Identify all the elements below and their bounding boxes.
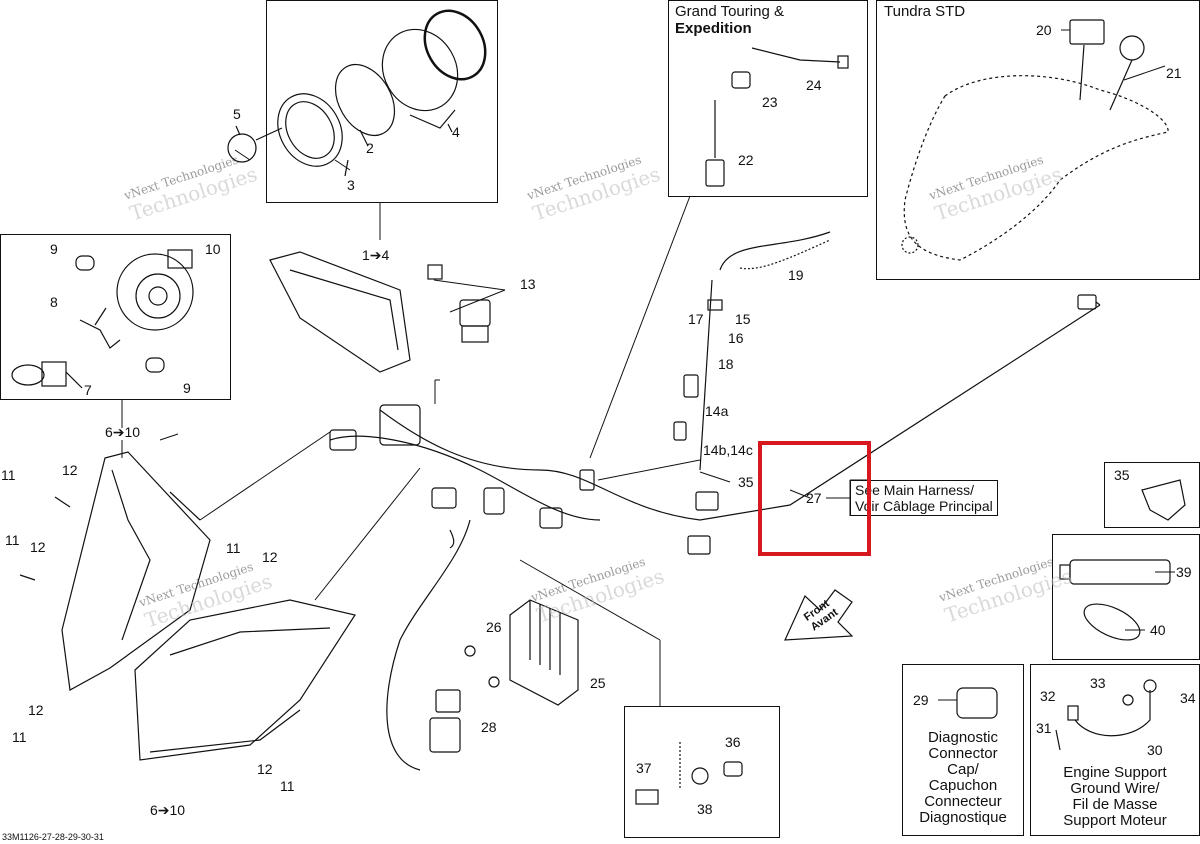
part-19: 19 (788, 267, 804, 283)
main-harness-callout: See Main Harness/ Voir Câblage Principal (850, 480, 998, 516)
grand-touring-title-line1: Grand Touring & (675, 3, 784, 20)
part-35-main: 35 (738, 474, 754, 490)
part-8: 8 (50, 294, 58, 310)
part-15: 15 (735, 311, 751, 327)
part-10: 10 (205, 241, 221, 257)
part-5: 5 (233, 106, 241, 122)
part-24: 24 (806, 77, 822, 93)
ground-wire-art (1055, 679, 1157, 751)
cap-29-art (956, 687, 998, 719)
part-35-box: 35 (1114, 467, 1130, 483)
part-21: 21 (1166, 65, 1182, 81)
grand-touring-title-line2: Expedition (675, 20, 752, 37)
part-1to4: 1➔4 (362, 247, 390, 263)
part-3: 3 (347, 177, 355, 193)
part-11-a: 11 (1, 467, 16, 483)
part-36: 36 (725, 734, 741, 750)
part-26: 26 (486, 619, 502, 635)
part-28: 28 (481, 719, 497, 735)
diag-cap-caption: Diagnostic Connector Cap/ Capuchon Conne… (919, 729, 1007, 826)
part-2: 2 (366, 140, 374, 156)
part-31: 31 (1036, 720, 1052, 736)
harness-art (269, 231, 1101, 771)
gauge-box (266, 0, 498, 203)
part-6to10-bottom: 6➔10 (150, 802, 186, 818)
part-30: 30 (1147, 742, 1163, 758)
part-11-e: 11 (280, 778, 295, 794)
part-4: 4 (452, 124, 460, 140)
part-34: 34 (1180, 690, 1196, 706)
bulb-box (0, 234, 231, 400)
grand-touring-art (705, 47, 849, 187)
front-arrow-art (784, 589, 854, 641)
gauge-parts-art (227, 9, 487, 177)
part-23: 23 (762, 94, 778, 110)
part-14a: 14a (705, 403, 729, 419)
callout-line1: See Main Harness/ (855, 482, 975, 498)
left-headlamp-art (19, 451, 356, 761)
part-37: 37 (636, 760, 652, 776)
part-6to10-top: 6➔10 (105, 424, 141, 440)
callout-line2: Voir Câblage Principal (855, 498, 993, 514)
grand-touring-title: Grand Touring & Expedition (675, 3, 784, 37)
tundra-title: Tundra STD (884, 3, 966, 20)
part-20: 20 (1036, 22, 1052, 38)
part-12-c: 12 (262, 549, 278, 565)
part-13: 13 (520, 276, 536, 292)
highlight-box (758, 441, 871, 556)
part-40: 40 (1150, 622, 1166, 638)
grand-touring-box (668, 0, 868, 197)
part-11-b: 11 (5, 532, 20, 548)
part-12-b: 12 (30, 539, 46, 555)
part-12-d: 12 (28, 702, 44, 718)
clip-35-art (1141, 479, 1186, 521)
fastener-box (624, 706, 780, 838)
part-9-bottom: 9 (183, 380, 191, 396)
part-27: 27 (806, 490, 822, 506)
regulator-art (429, 599, 579, 753)
part-39: 39 (1176, 564, 1192, 580)
diag-cap-box (902, 664, 1024, 836)
part-25: 25 (590, 675, 606, 691)
part-29: 29 (913, 692, 929, 708)
part-12-e: 12 (257, 761, 273, 777)
leader-lines (121, 29, 1175, 706)
part-17: 17 (688, 311, 704, 327)
part-9-top: 9 (50, 241, 58, 257)
part-33: 33 (1090, 675, 1106, 691)
figure-code: 33M1126-27-28-29-30-31 (2, 832, 104, 842)
part-18: 18 (718, 356, 734, 372)
part-7: 7 (84, 382, 92, 398)
part-14b: 14b,14c (703, 442, 753, 458)
part-22: 22 (738, 152, 754, 168)
part-11-d: 11 (12, 729, 27, 745)
engine-ground-caption: Engine Support Ground Wire/ Fil de Masse… (1063, 764, 1167, 829)
tundra-box (876, 0, 1200, 280)
part-11-c: 11 (226, 540, 241, 556)
tube-box (1052, 534, 1200, 660)
part-12-a: 12 (62, 462, 78, 478)
fastener-parts-art (635, 742, 743, 805)
tundra-art (901, 19, 1169, 261)
bulb-parts-art (11, 249, 194, 389)
part-32: 32 (1040, 688, 1056, 704)
part-38: 38 (697, 801, 713, 817)
part-16: 16 (728, 330, 744, 346)
